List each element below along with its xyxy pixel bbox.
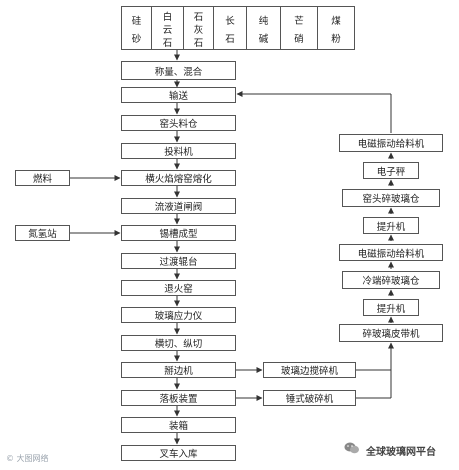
step-furnace: 横火焰熔窑熔化 [121, 170, 236, 186]
raw-material-char: 砂 [131, 34, 142, 45]
step-convey: 输送 [121, 87, 236, 103]
step-flow-gate: 流液道闸阀 [121, 198, 236, 214]
step-stress-meter: 玻璃应力仪 [121, 307, 236, 323]
step-transition-roller: 过渡辊台 [121, 253, 236, 269]
step-packing: 装箱 [121, 417, 236, 433]
raw-material-coal-powder: 煤 粉 [318, 7, 354, 49]
step-feeder: 投料机 [121, 143, 236, 159]
cullet-elevator-2: 提升机 [363, 217, 419, 234]
step-tin-bath: 锡槽成型 [121, 225, 236, 241]
cullet-vibrating-feeder-2: 电磁振动给料机 [339, 134, 443, 152]
raw-material-silica-sand: 硅 砂 [122, 7, 152, 49]
step-kiln-silo: 窑头料仓 [121, 115, 236, 131]
raw-material-char: 石 [225, 34, 235, 45]
step-forklift: 叉车入库 [121, 445, 236, 461]
raw-material-char: 碱 [258, 34, 269, 45]
cullet-vibrating-feeder-1: 电磁振动给料机 [339, 244, 443, 261]
raw-material-char: 硝 [294, 34, 304, 45]
step-edge-breaker: 掰边机 [121, 362, 236, 378]
raw-material-char: 芒 [294, 16, 304, 27]
step-annealing-lehr: 退火窑 [121, 280, 236, 296]
cullet-kiln-silo: 窑头碎玻璃仓 [342, 189, 440, 207]
cullet-electronic-scale: 电子秤 [363, 162, 419, 179]
cullet-belt: 碎玻璃皮带机 [339, 324, 443, 342]
raw-material-char: 石 [162, 38, 173, 49]
raw-material-char: 白 [162, 12, 173, 23]
raw-material-soda-ash: 纯 碱 [247, 7, 281, 49]
step-stacking: 落板装置 [121, 390, 236, 406]
input-fuel: 燃料 [15, 170, 70, 186]
wechat-icon [344, 442, 359, 454]
raw-materials-table: 硅 砂 白 云 石 石 灰 石 长 石 纯 碱 芒 硝 煤 粉 [121, 6, 355, 50]
raw-material-char: 灰 [193, 25, 204, 36]
raw-material-char: 纯 [258, 16, 269, 27]
step-weigh-mix: 称量、混合 [121, 61, 236, 80]
raw-material-feldspar: 长 石 [214, 7, 247, 49]
raw-material-char: 石 [193, 12, 204, 23]
watermark-right: 全球玻璃网平台 [366, 447, 436, 458]
cullet-cold-silo: 冷端碎玻璃仓 [342, 271, 440, 289]
raw-material-char: 云 [162, 25, 173, 36]
cullet-elevator-1: 提升机 [363, 299, 419, 316]
raw-material-limestone: 石 灰 石 [184, 7, 214, 49]
raw-material-char: 硅 [131, 16, 142, 27]
input-nitrogen-hydrogen: 氮氢站 [15, 225, 70, 241]
raw-material-char: 长 [225, 16, 235, 27]
raw-material-mirabilite: 芒 硝 [281, 7, 318, 49]
raw-material-char: 煤 [331, 16, 341, 27]
watermark-left: © 大图网络 [6, 454, 49, 463]
cullet-edge-crusher: 玻璃边搅碎机 [263, 362, 356, 378]
raw-material-dolomite: 白 云 石 [152, 7, 184, 49]
raw-material-char: 粉 [331, 34, 341, 45]
step-cutting: 横切、纵切 [121, 335, 236, 351]
raw-material-char: 石 [193, 38, 204, 49]
cullet-hammer-crusher: 锤式破碎机 [263, 390, 356, 406]
